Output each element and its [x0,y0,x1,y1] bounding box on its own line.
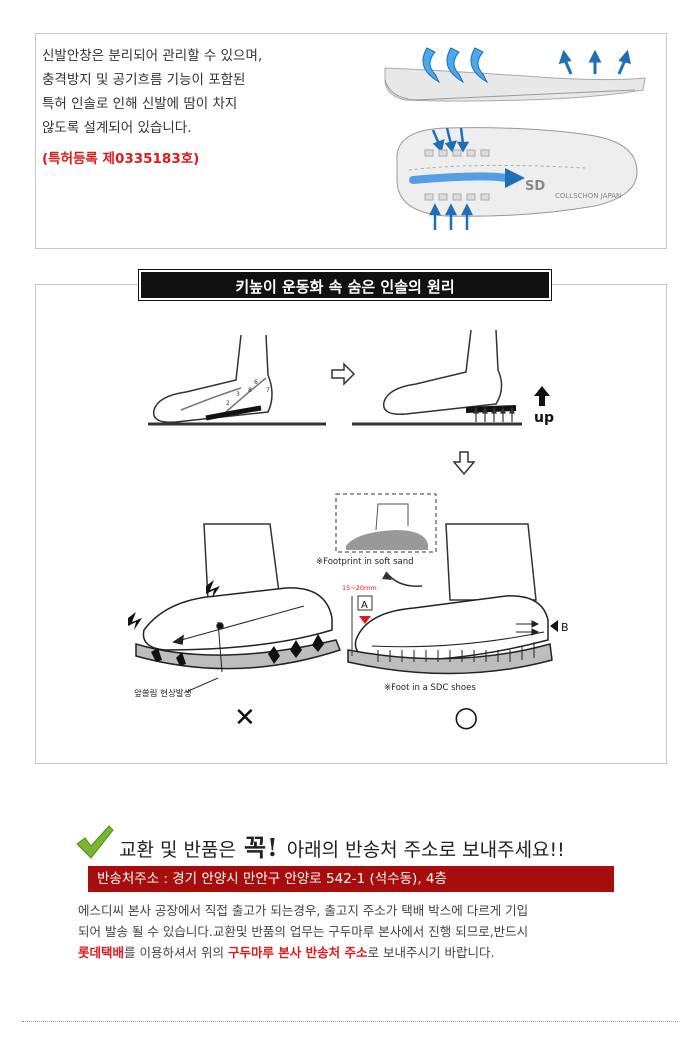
notice-line: 롯데택배를 이용하셔서 위의 구두마루 본사 반송처 주소로 보내주시기 바랍니… [78,945,495,960]
measure-label: 15~20mm [342,584,377,592]
principle-diagram: 2 3 6 7 8 up ※Footprint in soft sand [128,329,569,733]
notice-address-highlight: 구두마루 본사 반송처 주소 [227,945,368,960]
principle-title: 키높이 운동화 속 숨은 인솔의 원리 [138,269,552,301]
insole-brand-subtext: COLLSCHON JAPAN [555,192,621,200]
notice-line: 에스디씨 본사 공장에서 직접 출고가 되는경우, 출고지 주소가 택배 박스에… [78,903,529,918]
bone-number: 6 [254,379,258,386]
shipping-title-pre: 교환 및 반품은 [119,839,236,861]
bone-number: 3 [236,391,240,398]
bottom-divider [22,1021,678,1022]
courier-name: 롯데택배 [78,945,125,960]
shock-icon [128,580,220,630]
bone-number: 2 [226,400,230,407]
left-shoe-illustration [135,587,341,673]
foot-raised-illustration [352,329,522,426]
footprint-caption: ※Footprint in soft sand [316,557,414,567]
good-mark: ○ [454,700,478,733]
curved-arrow-icon [385,571,423,587]
bad-mark: ✕ [234,703,256,733]
return-address-bar: 반송처주소 : 경기 안양시 만안구 안양로 542-1 (석수동), 4층 [88,866,614,892]
patent-number: (특허등록 제0335183호) [42,151,200,167]
arrow-up-icon [534,386,550,406]
up-label: up [534,410,554,426]
intro-line: 신발안창은 분리되어 관리할 수 있으며, [42,48,263,64]
arrow-right-icon [331,362,356,386]
slip-caption: 앞쏠림 현상발생 [134,688,191,699]
right-leg-illustration [445,523,537,601]
b-pointer-icon [550,620,558,632]
shipping-header: 교환 및 반품은 꼭! 아래의 반송처 주소로 보내주세요!! [75,822,635,862]
bone-number: 8 [248,387,252,394]
shipping-title: 교환 및 반품은 꼭! 아래의 반송처 주소로 보내주세요!! [119,828,565,863]
arrow-down-icon [452,451,476,476]
shipping-title-post: 아래의 반송처 주소로 보내주세요!! [286,839,565,861]
a-label: A [361,600,368,611]
foot-flat-illustration [148,334,326,426]
a-pointer-icon [359,616,371,624]
intro-line: 충격방지 및 공기흐름 기능이 포함된 [42,72,246,88]
b-label: B [561,621,569,634]
check-icon [76,825,114,859]
sdc-caption: ※Foot in a SDC shoes [384,683,476,693]
intro-description: 신발안창은 분리되어 관리할 수 있으며, 충격방지 및 공기흐름 기능이 포함… [42,44,342,140]
impact-arrows [151,634,324,666]
intro-line: 않도록 설계되어 있습니다. [42,120,192,136]
sdc-support-arrows [377,620,540,662]
intro-line: 특허 인솔로 인해 신발에 땀이 차지 [42,96,238,112]
insole-illustration: SD COLLSCHON JAPAN [384,47,646,230]
bone-number: 7 [266,387,270,394]
a-box [357,595,373,611]
shipping-title-emphasis: 꼭! [244,833,279,862]
insole-brand-text: SD [525,179,545,194]
shipping-notice: 에스디씨 본사 공장에서 직접 출고가 되는경우, 출고지 주소가 택배 박스에… [78,900,638,963]
support-arrows [473,406,515,422]
notice-line: 되어 발송 될 수 있습니다.교환및 반품의 업무는 구두마루 본사에서 진행 … [78,924,529,939]
